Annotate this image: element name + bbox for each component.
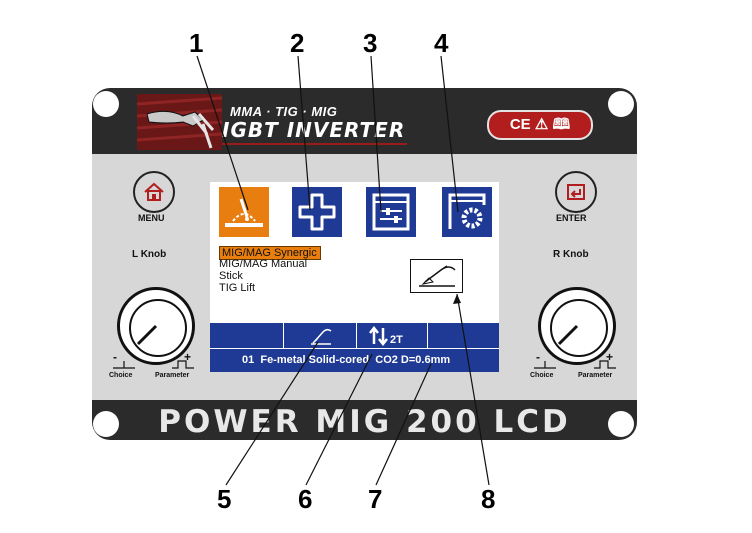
l-parameter-label: Parameter — [155, 372, 190, 379]
trigger-mode-icon — [369, 326, 388, 346]
menu-item-tig-lift[interactable]: TIG Lift — [219, 282, 256, 294]
program-info-text: 01 Fe-metal Solid-cored CO2 D=0.6mm — [242, 354, 451, 366]
status-divider — [427, 323, 428, 348]
callout-5: 5 — [217, 484, 232, 514]
model-name: POWER MIG 200 LCD — [158, 404, 571, 440]
enter-label: ENTER — [556, 213, 587, 223]
mounting-hole-top-right — [608, 91, 634, 117]
menu-item-mig-mag-manual[interactable]: MIG/MAG Manual — [219, 258, 308, 270]
knob-indicator-icon — [136, 324, 158, 346]
r-knob-label: R Knob — [553, 249, 589, 260]
r-knob-minus: - — [536, 350, 540, 364]
status-bar — [210, 323, 499, 348]
callout-4: 4 — [434, 28, 449, 58]
l-choice-label: Choice — [109, 372, 133, 379]
welding-mode-icon[interactable] — [219, 187, 269, 237]
l-knob-cap — [129, 299, 187, 357]
certification-badge: CE ⚠ 🕮 — [487, 110, 593, 140]
callout-3: 3 — [363, 28, 378, 58]
l-knob-minus: - — [113, 350, 117, 364]
enter-icon — [567, 184, 585, 200]
leader-line-3 — [370, 55, 382, 213]
r-knob[interactable] — [538, 287, 616, 365]
leader-line-6 — [305, 353, 373, 486]
mounting-hole-bottom-right — [608, 411, 634, 437]
brand-inverter-text: IGBT INVERTER — [222, 118, 406, 142]
welding-mode-menu: MIG/MAG Synergic MIG/MAG Manual Stick TI… — [219, 246, 321, 294]
mounting-hole-top-left — [93, 91, 119, 117]
process-torch-icon — [311, 328, 332, 345]
brand-underline — [222, 143, 407, 145]
welding-torch-logo — [136, 94, 223, 150]
function-icon[interactable] — [292, 187, 342, 237]
r-choice-label: Choice — [530, 372, 554, 379]
l-knob[interactable] — [117, 287, 195, 365]
status-divider — [283, 323, 284, 348]
r-knob-cap — [550, 299, 608, 357]
parameter-pulse-icon — [172, 360, 194, 369]
brand-process-text: MMA · TIG · MIG — [230, 104, 338, 119]
callout-8: 8 — [481, 484, 496, 514]
knob-indicator-icon — [557, 324, 579, 346]
parameter-adjust-icon[interactable] — [366, 187, 416, 237]
panel-bottom-band — [92, 400, 637, 440]
leader-line-4 — [440, 55, 459, 213]
leader-line-8 — [456, 293, 490, 486]
leader-arrow-8 — [453, 294, 461, 304]
l-knob-label: L Knob — [132, 249, 167, 260]
leader-line-5 — [225, 341, 319, 486]
menu-item-stick[interactable]: Stick — [219, 270, 243, 282]
menu-button[interactable] — [133, 171, 175, 213]
menu-label: MENU — [138, 213, 165, 223]
parameter-pulse-icon — [594, 360, 616, 369]
settings-icon[interactable] — [442, 187, 492, 237]
r-parameter-label: Parameter — [578, 372, 613, 379]
l-knob-plus: + — [184, 350, 192, 364]
program-info-bar: 01 Fe-metal Solid-cored CO2 D=0.6mm — [210, 349, 499, 372]
leader-line-7 — [375, 363, 432, 486]
leader-line-1 — [196, 55, 249, 211]
callout-2: 2 — [290, 28, 305, 58]
menu-item-mig-mag-synergic[interactable]: MIG/MAG Synergic — [219, 246, 321, 260]
home-icon — [144, 182, 164, 201]
choice-pulse-icon — [113, 361, 135, 369]
leader-line-2 — [297, 55, 311, 211]
torch-preview — [410, 259, 463, 293]
status-divider — [356, 323, 357, 348]
mounting-hole-bottom-left — [93, 411, 119, 437]
trigger-mode-label: 2T — [390, 334, 403, 346]
callout-7: 7 — [368, 484, 383, 514]
choice-pulse-icon — [534, 361, 556, 369]
callout-1: 1 — [189, 28, 204, 58]
r-knob-plus: + — [606, 350, 614, 364]
mig-torch-icon — [419, 265, 456, 287]
callout-6: 6 — [298, 484, 313, 514]
enter-button[interactable] — [555, 171, 597, 213]
